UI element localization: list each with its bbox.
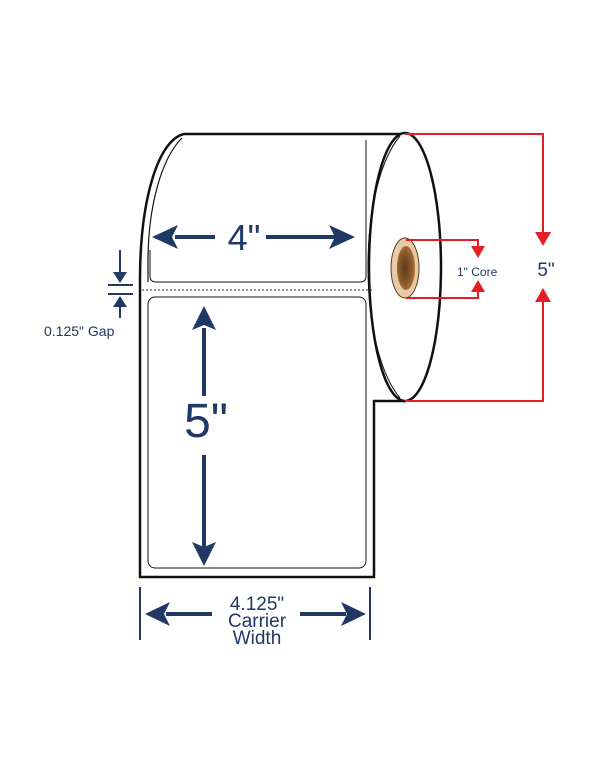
carrier-width-label: Carrier [228,611,287,632]
label-height-text: 5" [184,395,228,448]
width-dimension-arrow [152,225,355,249]
height-dimension-arrow [192,306,216,566]
core [390,237,420,299]
carrier-width-label-2: Width [233,628,282,649]
gap-indicator [108,250,133,318]
roll-diameter-dimension [405,133,551,402]
carrier-width-dimension [139,587,371,640]
label-outline [147,296,367,569]
roll-diameter-text: 5" [537,260,554,281]
carrier-width-value: 4.125" [230,594,284,615]
label-width-text: 4" [228,217,261,258]
core-text: 1" Core [457,265,498,279]
core-dimension [406,239,485,299]
gap-text: 0.125" Gap [44,323,115,339]
top-label-outline [149,140,367,283]
